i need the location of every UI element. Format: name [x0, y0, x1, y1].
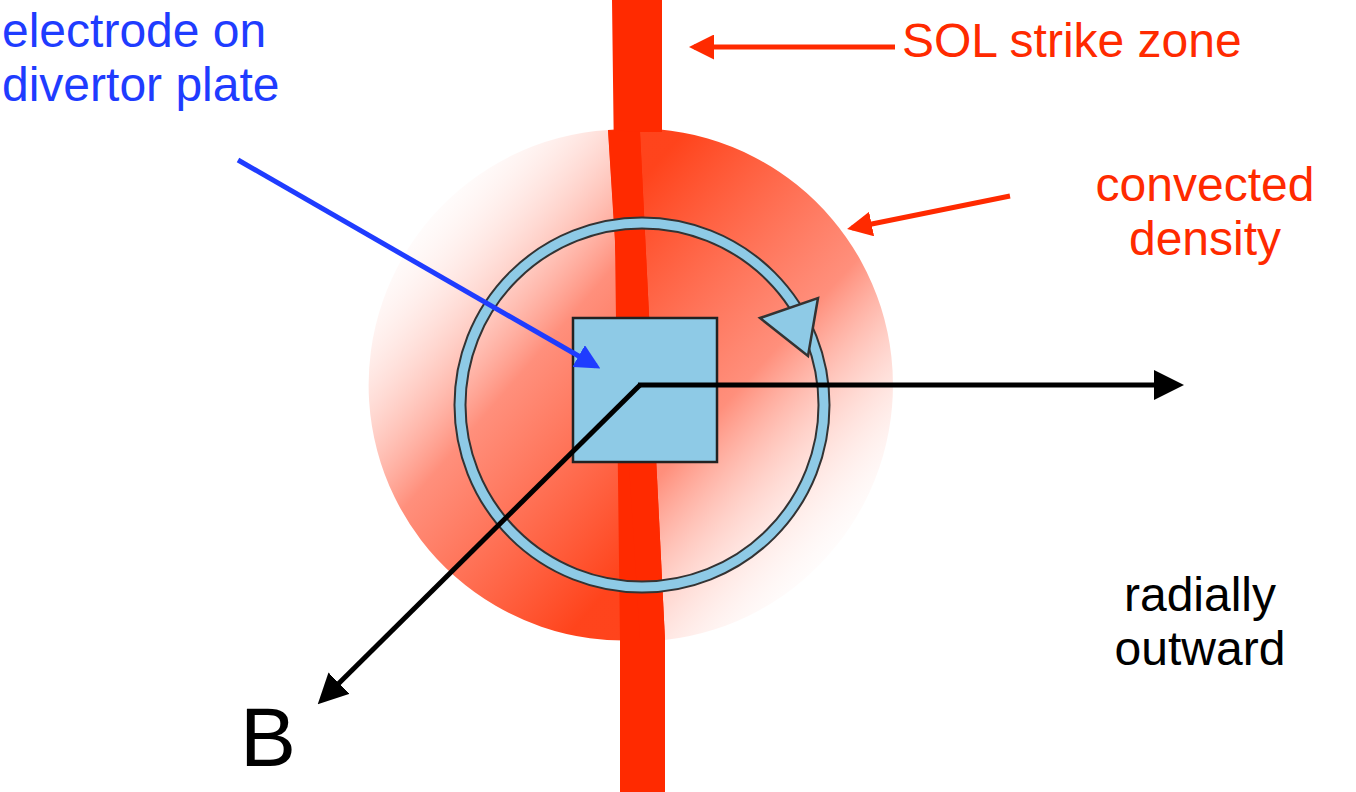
- density-label: convected density: [1060, 158, 1350, 266]
- strike-zone-band-lower: [620, 638, 665, 792]
- rotation-arrowhead: [760, 298, 818, 356]
- strike-zone-label: SOL strike zone: [902, 14, 1352, 68]
- rotation-ring-outline: [460, 223, 824, 587]
- electrode-square: [573, 318, 717, 462]
- density-leader: [852, 196, 1010, 228]
- b-field-label: B: [240, 690, 330, 784]
- radial-axis-label: radially outward: [1060, 568, 1340, 676]
- rotation-ring: [460, 223, 824, 587]
- b-field-axis: [322, 385, 640, 700]
- electrode-label: electrode on divertor plate: [2, 4, 402, 112]
- radial-axis: [638, 383, 1178, 388]
- electrode-leader: [238, 160, 596, 366]
- strike-zone-leader: [694, 45, 895, 50]
